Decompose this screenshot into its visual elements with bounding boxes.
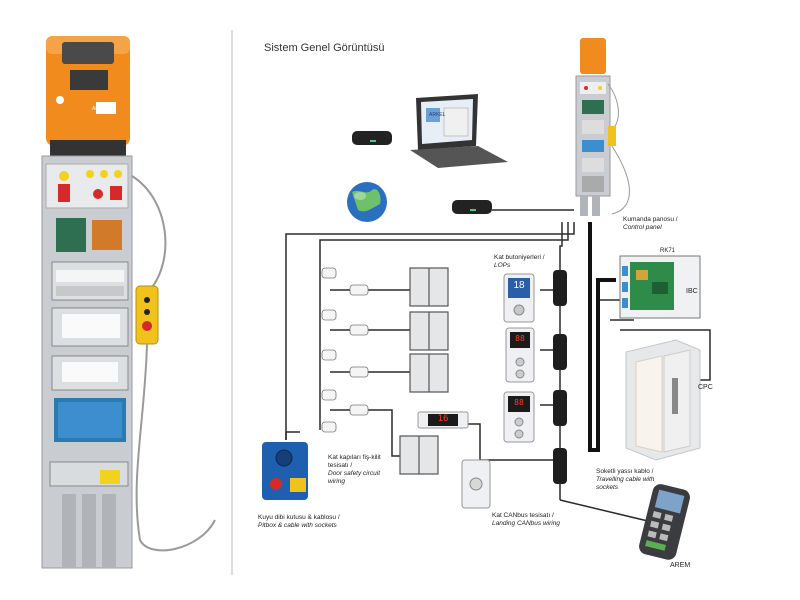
door-safety-connectors [321, 267, 369, 433]
arem-label: AREM [670, 562, 691, 569]
lop-red-display-2: 88 [514, 398, 524, 407]
control-panel-device [575, 38, 630, 216]
lop-panel-red-2 [503, 391, 535, 443]
modem-1 [352, 131, 392, 145]
call-button-panel [461, 459, 491, 509]
wiring-lines [285, 209, 711, 523]
lop-red-display-1: 88 [515, 334, 525, 343]
globe-icon [347, 182, 387, 222]
ibc-board-device [619, 255, 701, 319]
laptop-brand: ARKEL [429, 112, 446, 118]
control-panel-label: Kumanda panosu / Control panel [623, 216, 678, 231]
cpc-label: CPC [698, 384, 713, 391]
inspection-pendant [131, 175, 216, 552]
pitbox-label: Kuyu dibi kutusu & kablosu / Pitbox & ca… [258, 514, 340, 529]
lop-panel-red-1 [505, 327, 535, 383]
ibc-label: IBC [686, 288, 698, 295]
travelling-cable-label: Soketli yassı kablo / Travelling cable w… [596, 468, 655, 491]
modem-2 [452, 200, 492, 214]
arem-handheld [639, 484, 690, 560]
travelling-cable-line [588, 222, 616, 452]
lop-panel-blue [503, 273, 535, 323]
elevator-cabin [625, 339, 701, 461]
canbus-sockets [553, 270, 567, 484]
door-safety-label: Kat kapıları fiş-kilit tesisatı / Door s… [328, 454, 381, 485]
laptop-device [410, 94, 508, 168]
diagram-title: Sistem Genel Görüntüsü [264, 42, 385, 54]
inverter-brand: ARKEL [92, 106, 109, 112]
lops-label: Kat butoniyerleri / LOPs [494, 254, 545, 269]
lop-blue-display: 18 [513, 280, 525, 291]
rk71-label: RK71 [660, 248, 676, 254]
cabinet-body [41, 155, 133, 569]
landing-canbus-label: Kat CANbus tesisatı / Landing CANbus wir… [492, 512, 560, 527]
floor-indicator-display: 16 [437, 414, 449, 424]
floor-indicator-device [417, 411, 469, 429]
frequency-inverter [46, 36, 130, 156]
landing-doors [399, 267, 449, 475]
pitbox-device [262, 431, 308, 500]
